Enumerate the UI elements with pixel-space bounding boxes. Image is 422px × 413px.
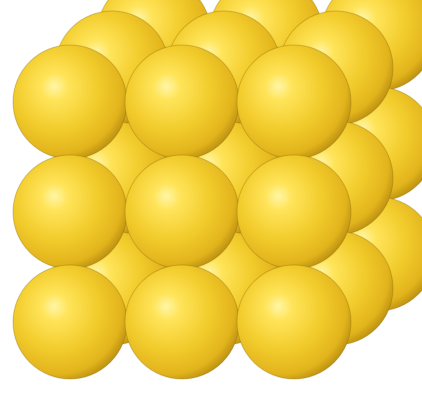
sphere-atom-l0-r1-c1 <box>124 154 240 270</box>
sphere-atom-l0-r2-c2 <box>236 264 352 380</box>
sphere-atom-l0-r1-c2 <box>236 154 352 270</box>
sphere-group <box>12 0 422 380</box>
sphere-atom-l0-r0-c2 <box>236 44 352 160</box>
sphere-atom-l0-r0-c1 <box>124 44 240 160</box>
sphere-atom-l0-r0-c0 <box>12 44 128 160</box>
sphere-atom-l0-r2-c1 <box>124 264 240 380</box>
sphere-atom-l0-r1-c0 <box>12 154 128 270</box>
sphere-atom-l0-r2-c0 <box>12 264 128 380</box>
